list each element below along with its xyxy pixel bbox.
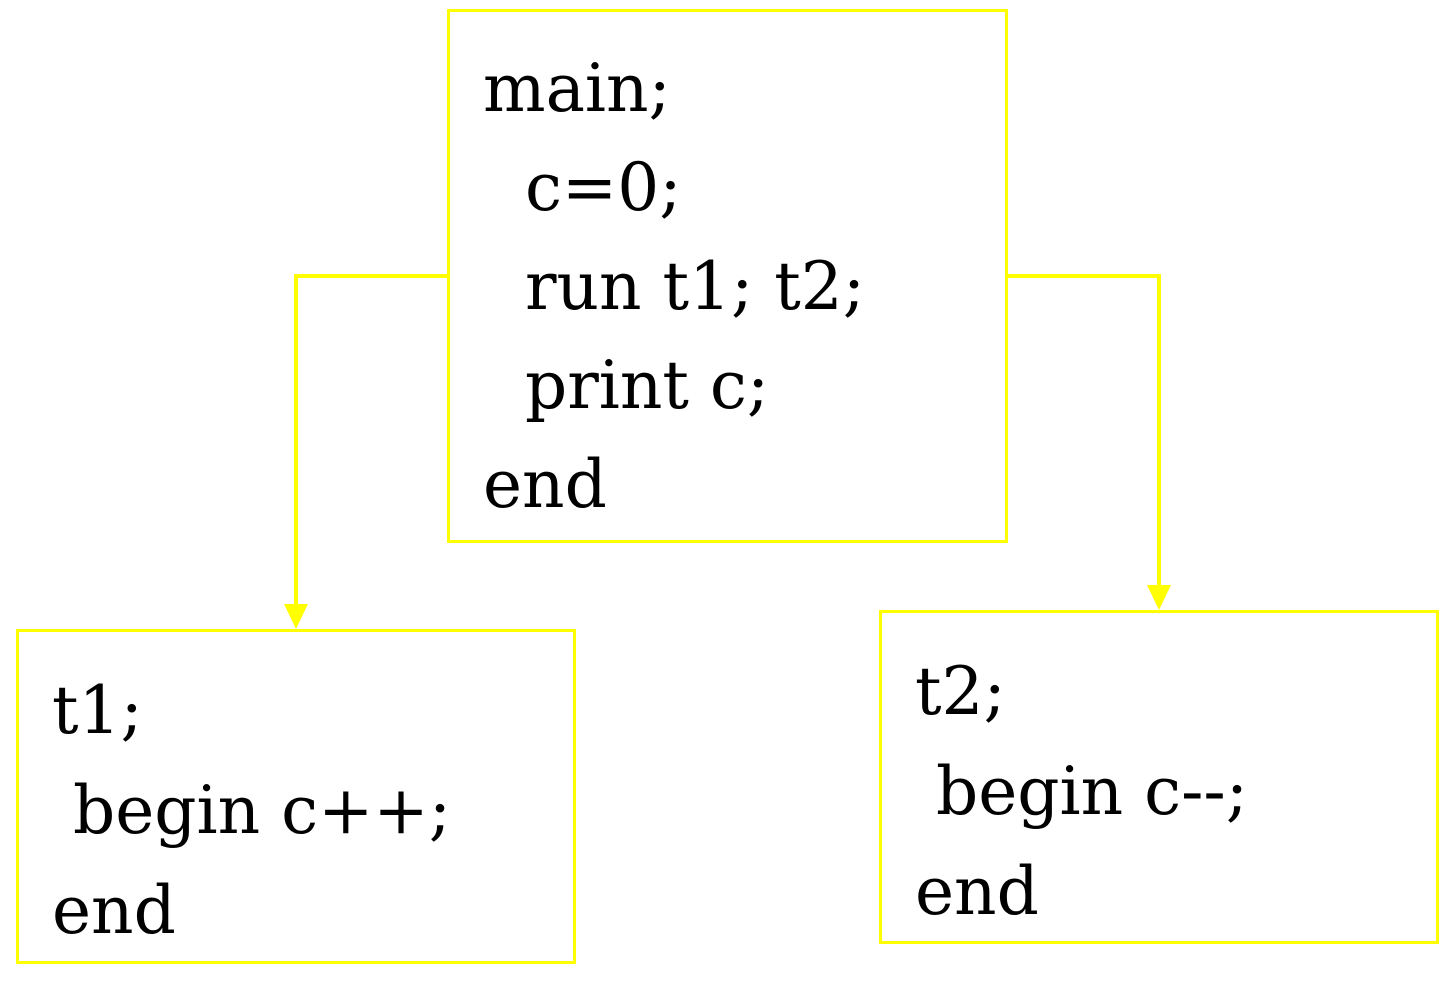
main-line-3: run t1; t2; <box>483 248 865 325</box>
arrow-main-to-t2 <box>1008 274 1161 587</box>
main-line-4: print c; <box>483 347 770 424</box>
main-line-2: c=0; <box>483 149 682 226</box>
main-thread-box: main; c=0; run t1; t2; print c; end <box>447 9 1008 543</box>
main-line-1: main; <box>483 50 671 127</box>
t1-line-2: begin c++; <box>52 772 451 849</box>
t2-line-2: begin c--; <box>915 753 1248 830</box>
arrowhead-t2 <box>1147 585 1171 610</box>
t1-line-3: end <box>52 872 176 949</box>
t1-line-1: t1; <box>52 672 143 749</box>
t2-line-3: end <box>915 853 1039 930</box>
arrow-main-to-t1 <box>294 274 447 606</box>
t2-line-1: t2; <box>915 653 1006 730</box>
t2-thread-box: t2; begin c--; end <box>879 610 1439 944</box>
arrowhead-t1 <box>284 604 308 629</box>
t1-thread-box: t1; begin c++; end <box>16 629 576 964</box>
main-line-5: end <box>483 446 607 523</box>
